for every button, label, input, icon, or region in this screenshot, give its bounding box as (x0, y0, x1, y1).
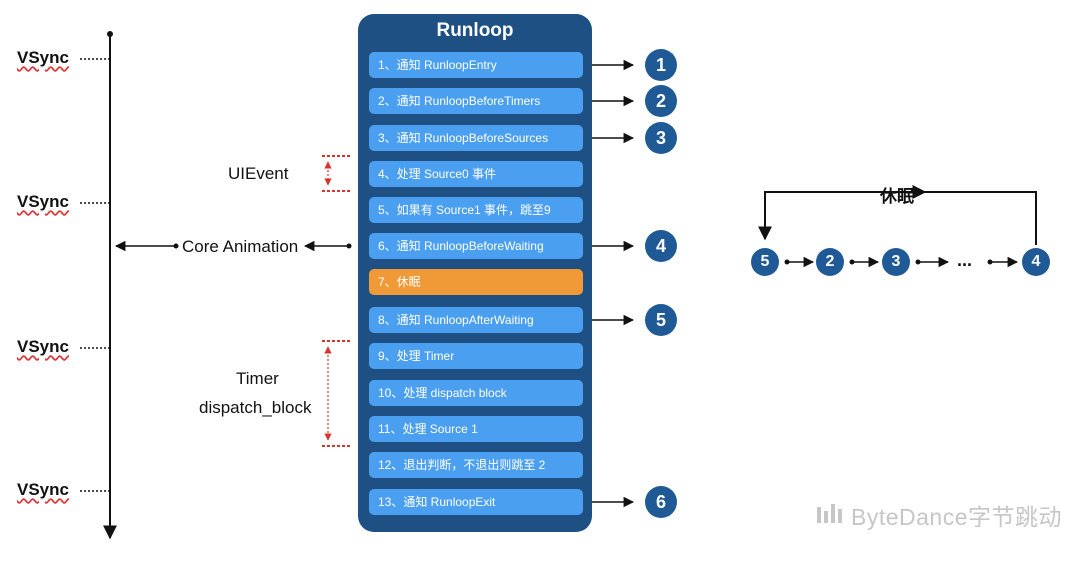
sleep-cycle-circle: 3 (882, 248, 910, 276)
vsync-label: VSync (17, 480, 69, 499)
runloop-step: 3、通知 RunloopBeforeSources (369, 125, 583, 151)
runloop-step: 13、通知 RunloopExit (369, 489, 583, 515)
dispatch-block-label: dispatch_block (199, 398, 312, 417)
runloop-step: 1、通知 RunloopEntry (369, 52, 583, 78)
sleep-cycle-circle: 2 (816, 248, 844, 276)
watermark: ByteDance字节跳动 (851, 504, 1063, 530)
vsync-label: VSync (17, 48, 69, 67)
vsync-label: VSync (17, 192, 69, 211)
runloop-step: 6、通知 RunloopBeforeWaiting (369, 233, 583, 259)
runloop-step: 2、通知 RunloopBeforeTimers (369, 88, 583, 114)
runloop-step: 12、退出判断，不退出则跳至 2 (369, 452, 583, 478)
runloop-step: 5、如果有 Source1 事件，跳至9 (369, 197, 583, 223)
runloop-step: 11、处理 Source 1 (369, 416, 583, 442)
runloop-step: 9、处理 Timer (369, 343, 583, 369)
notify-circle: 6 (645, 486, 677, 518)
notify-circle: 1 (645, 49, 677, 81)
sleep-cycle-circle: 4 (1022, 248, 1050, 276)
runloop-step: 4、处理 Source0 事件 (369, 161, 583, 187)
sleep-cycle-circle: 5 (751, 248, 779, 276)
vsync-label: VSync (17, 337, 69, 356)
bytedance-logo-icon (817, 504, 842, 523)
timer-label: Timer (236, 369, 279, 388)
notify-circle: 3 (645, 122, 677, 154)
time-axis-start-dot (107, 31, 113, 37)
notify-circle: 4 (645, 230, 677, 262)
runloop-step: 10、处理 dispatch block (369, 380, 583, 406)
core-animation-label: Core Animation (182, 237, 299, 256)
runloop-title: Runloop (436, 20, 514, 41)
notify-circle: 5 (645, 304, 677, 336)
notify-circle: 2 (645, 85, 677, 117)
uievent-label: UIEvent (228, 164, 289, 183)
runloop-step: 8、通知 RunloopAfterWaiting (369, 307, 583, 333)
sleep-cycle-label: 休眠 (880, 187, 914, 206)
sleep-cycle-lines (758, 185, 1037, 268)
sleep-cycle-ellipsis: ... (957, 250, 973, 270)
runloop-step-sleep: 7、休眠 (369, 269, 583, 295)
